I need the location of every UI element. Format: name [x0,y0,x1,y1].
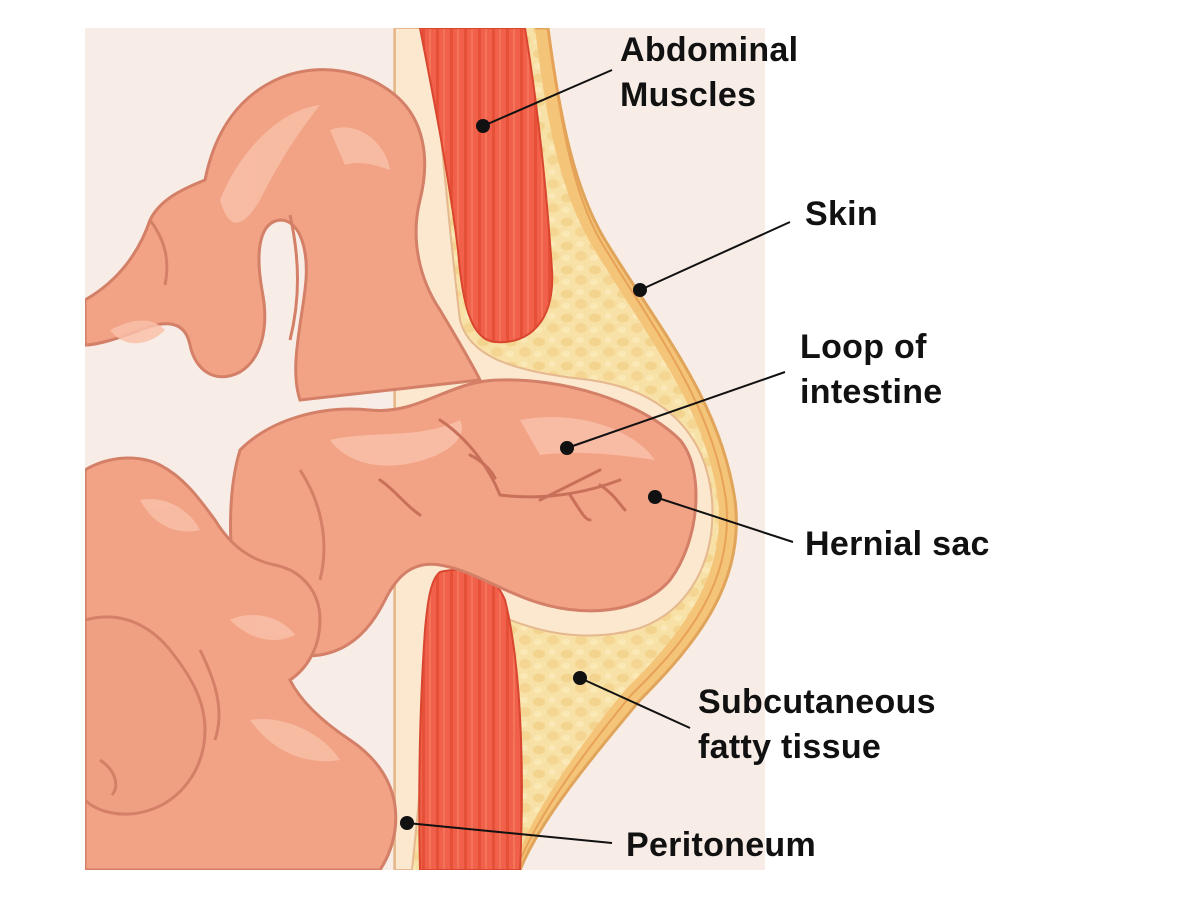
dot-peritoneum [400,816,414,830]
leader-dots [400,119,662,830]
label-peritoneum: Peritoneum [626,823,816,868]
label-subcutaneous-fatty-tissue-line-2: fatty tissue [698,728,882,766]
dot-abdominal-muscles [476,119,490,133]
label-abdominal-muscles-line-2: Muscles [620,76,757,114]
lower-muscle [418,568,523,870]
leader-hernial-sac [654,496,794,543]
label-abdominal-muscles-line-1: Abdominal [620,31,799,69]
leader-peritoneum [406,822,613,844]
upper-muscle [418,28,554,344]
leader-skin [639,221,791,291]
label-hernial-sac: Hernial sac [805,522,990,567]
label-loop-of-intestine-line-2: intestine [800,373,943,411]
label-subcutaneous-fatty-tissue-line-1: Subcutaneous [698,683,936,721]
label-abdominal-muscles: Abdominal Muscles [620,28,798,118]
dot-loop-of-intestine [560,441,574,455]
dot-subcutaneous-fatty-tissue [573,671,587,685]
label-skin: Skin [805,192,878,237]
skin-inner-line [515,28,728,870]
label-skin-line-1: Skin [805,195,879,233]
leader-loop-of-intestine [566,371,786,449]
label-loop-of-intestine-line-1: Loop of [800,328,927,366]
intestine-highlights [110,105,655,762]
dot-skin [633,283,647,297]
intestine-fold-lines [99,214,326,796]
label-peritoneum-line-1: Peritoneum [626,826,817,864]
leader-abdominal-muscles [482,69,613,127]
leader-lines [406,69,794,844]
label-subcutaneous-fatty-tissue: Subcutaneous fatty tissue [698,680,936,770]
label-hernial-sac-line-1: Hernial sac [805,525,990,563]
label-loop-of-intestine: Loop of intestine [800,325,943,415]
mesentery-vessels [378,418,627,522]
leader-subcutaneous-fatty-tissue [579,677,691,729]
dot-hernial-sac [648,490,662,504]
